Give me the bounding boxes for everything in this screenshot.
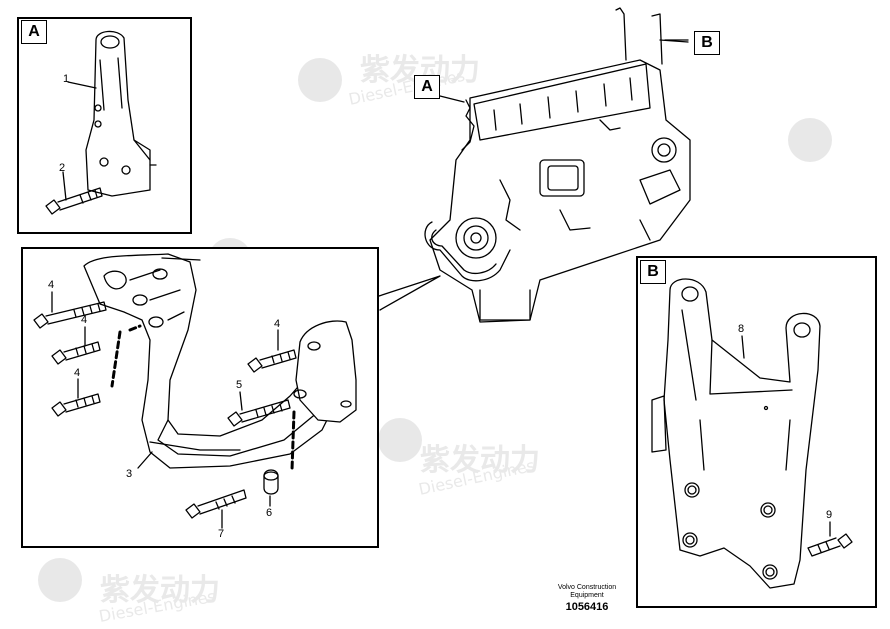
part-3-plate xyxy=(293,320,357,423)
caption-ref-number: 1056416 xyxy=(565,601,609,613)
part-6-spacer xyxy=(263,469,279,495)
part-1-lifting-eye xyxy=(85,30,157,197)
engine-block xyxy=(424,7,691,323)
part-7-bolt xyxy=(185,489,247,519)
part-number-4d: 4 xyxy=(274,318,281,330)
part-number-3: 3 xyxy=(126,468,133,480)
part-4-bolt-4 xyxy=(247,349,297,373)
part-3-bracket xyxy=(83,253,335,469)
part-2-bolt xyxy=(45,187,103,215)
part-number-6: 6 xyxy=(266,507,273,519)
detail-b-callout: B xyxy=(640,260,666,284)
part-9-bolt xyxy=(807,533,853,557)
watermark-cn-2: 紫发动力 xyxy=(420,443,540,478)
caption-block: Volvo Construction Equipment 1056416 xyxy=(532,584,642,614)
part-8-support-bracket xyxy=(651,278,821,589)
part-number-2: 2 xyxy=(59,162,66,174)
leader-engine-a xyxy=(439,95,465,103)
part-number-1: 1 xyxy=(63,73,70,85)
part-number-5: 5 xyxy=(236,379,243,391)
watermark-cn-3: 紫发动力 xyxy=(100,573,220,608)
main-detail-leader xyxy=(378,275,441,311)
engine-callout-b: B xyxy=(694,31,720,55)
part-5-bolt xyxy=(227,399,291,427)
alignment-dashes xyxy=(110,324,296,472)
part-4-bolt-1 xyxy=(33,301,107,329)
part-number-8: 8 xyxy=(738,323,745,335)
detail-a-callout: A xyxy=(21,20,47,44)
part-number-4b: 4 xyxy=(81,314,88,326)
caption-line-2: Equipment xyxy=(570,592,604,599)
part-4-bolt-3 xyxy=(51,393,101,417)
engine-callout-a: A xyxy=(414,75,440,99)
part-number-4a: 4 xyxy=(48,279,55,291)
part-4-bolt-2 xyxy=(51,341,101,365)
part-number-9: 9 xyxy=(826,509,833,521)
part-number-4c: 4 xyxy=(74,367,81,379)
caption-line-1: Volvo Construction xyxy=(557,584,617,591)
part-number-7: 7 xyxy=(218,528,225,540)
